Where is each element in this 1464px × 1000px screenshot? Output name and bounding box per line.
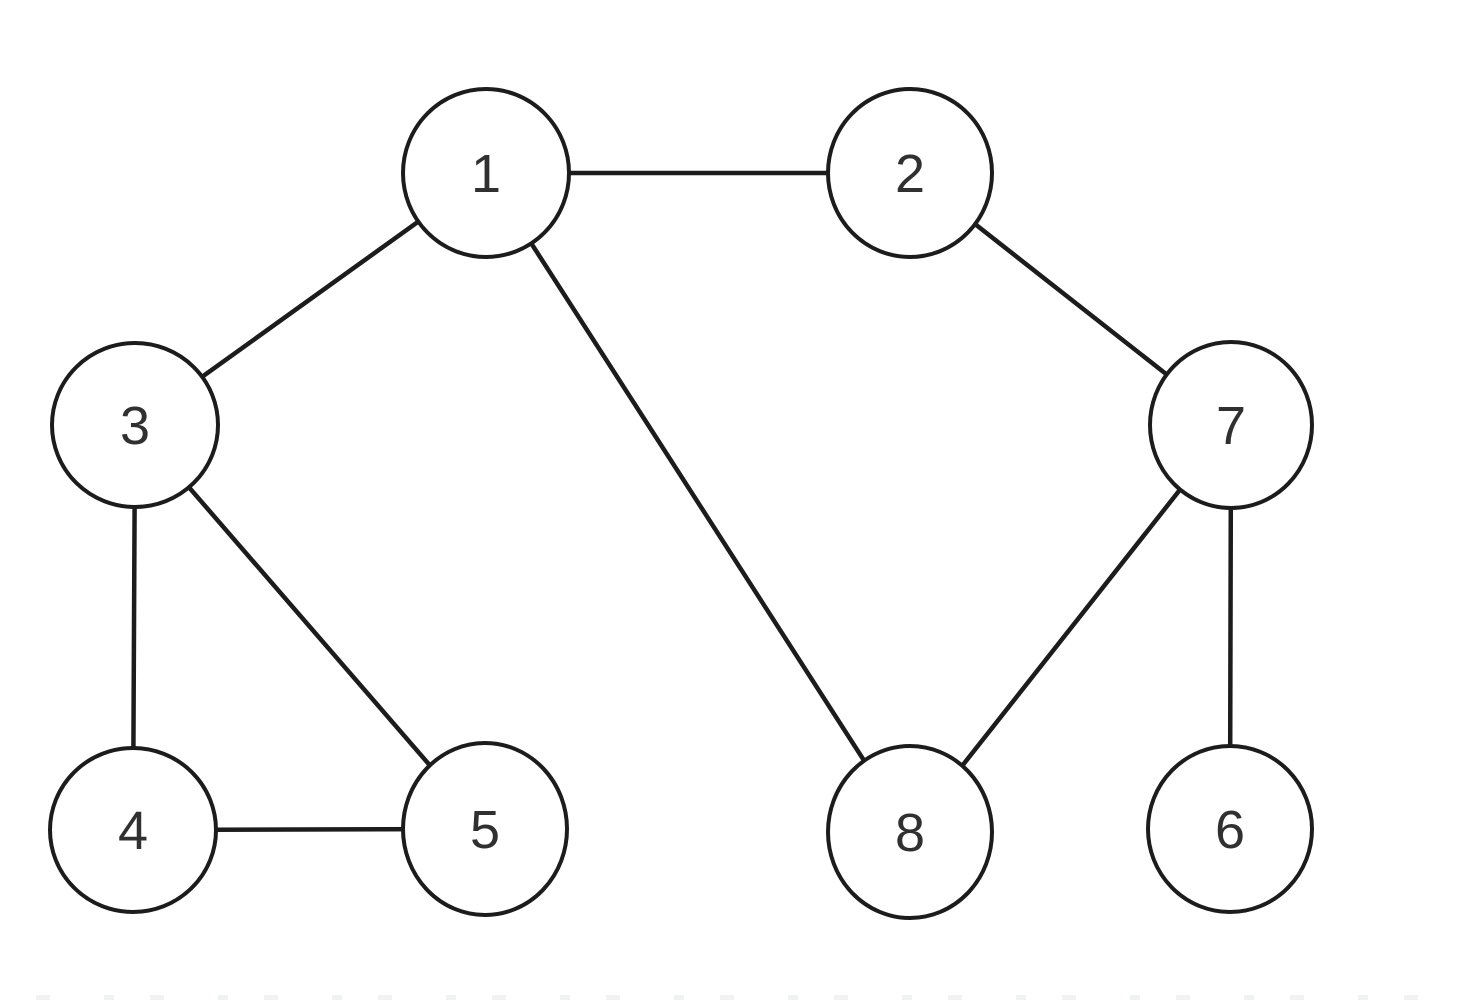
node-label-3: 3: [120, 396, 150, 456]
node-circle-4: [48, 746, 218, 914]
node-2: 2: [826, 87, 994, 259]
node-7: 7: [1148, 340, 1314, 510]
node-label-5: 5: [470, 800, 500, 860]
node-label-4: 4: [118, 801, 148, 861]
node-label-2: 2: [895, 144, 925, 204]
node-1: 1: [401, 87, 571, 259]
node-5: 5: [401, 741, 569, 917]
node-circle-7: [1148, 340, 1314, 510]
node-label-1: 1: [471, 144, 501, 204]
node-4: 4: [48, 746, 218, 914]
node-3: 3: [50, 341, 220, 509]
node-6: 6: [1146, 744, 1314, 914]
node-circle-3: [50, 341, 220, 509]
node-label-8: 8: [895, 803, 925, 863]
node-circle-6: [1146, 744, 1314, 914]
edge-3-5: [132, 422, 488, 832]
node-circle-5: [401, 741, 569, 917]
edge-1-8: [483, 170, 913, 835]
node-circle-1: [401, 87, 571, 259]
node-circle-8: [826, 744, 994, 920]
node-label-7: 7: [1216, 396, 1246, 456]
node-circle-2: [826, 87, 994, 259]
node-8: 8: [826, 744, 994, 920]
node-label-6: 6: [1215, 800, 1245, 860]
cut-off-text-remnant: [0, 995, 1464, 1000]
